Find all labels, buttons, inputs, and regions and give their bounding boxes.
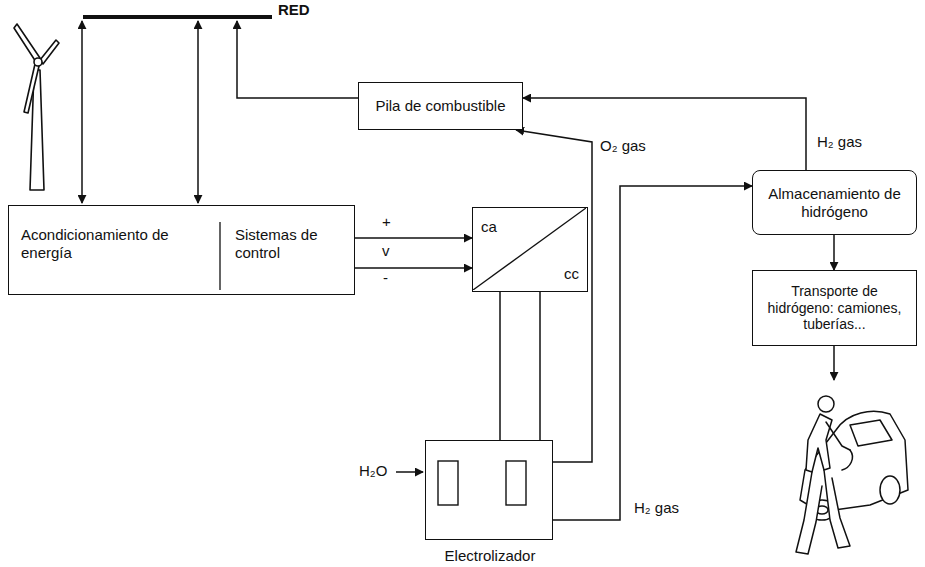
- polarity-label: -: [381, 270, 390, 287]
- voltage-label: v: [380, 243, 392, 260]
- transport-box: Transporte de hidrógeno: camiones, tuber…: [752, 270, 917, 346]
- node-text: Sistemas de control: [235, 226, 350, 262]
- node-text: Acondicionamiento de energía: [21, 226, 211, 262]
- connector: [516, 130, 592, 462]
- converter-box: ca cc: [472, 207, 588, 292]
- fuel-cell-box: Pila de combustible: [358, 82, 523, 130]
- electrode: [506, 461, 526, 505]
- node-text: Electrolizador: [406, 547, 574, 565]
- person-refuelling-car: [796, 396, 908, 554]
- electrolyzer-box: Electrolizador: [425, 440, 553, 540]
- connector: [523, 98, 806, 170]
- node-text: ca: [481, 218, 497, 236]
- power-flow-arrow: [197, 21, 199, 203]
- water-label: H₂O: [357, 463, 389, 480]
- node-text: Transporte de hidrógeno: camiones, tuber…: [761, 283, 908, 333]
- water-inlet-arrow: [396, 471, 423, 473]
- electrode: [438, 461, 458, 505]
- connector: [355, 237, 472, 239]
- node-text: Pila de combustible: [375, 97, 505, 115]
- connector: [499, 292, 501, 440]
- edge-label: H₂ gas: [815, 134, 864, 151]
- polarity-label: +: [380, 214, 393, 231]
- grid-bus: [83, 15, 272, 19]
- power-flow-arrow: [81, 21, 83, 203]
- edge-label: H₂ gas: [632, 500, 681, 517]
- delivery-arrow: [833, 346, 835, 380]
- storage-box: Almacenamiento de hidrógeno: [752, 170, 917, 235]
- divider-line: [219, 222, 220, 290]
- control-box: Acondicionamiento de energía Sistemas de …: [8, 205, 355, 295]
- edge-label: O₂ gas: [598, 138, 648, 155]
- connector: [355, 267, 472, 269]
- connector: [833, 235, 835, 270]
- wind-turbine: [14, 24, 59, 190]
- grid-feed-line: [237, 21, 358, 98]
- grid-label: RED: [276, 2, 312, 19]
- node-text: cc: [564, 265, 579, 283]
- diagonal-line: [473, 208, 586, 290]
- node-text: Almacenamiento de hidrógeno: [761, 185, 908, 221]
- connector: [539, 292, 541, 440]
- node-decoration: [426, 441, 551, 538]
